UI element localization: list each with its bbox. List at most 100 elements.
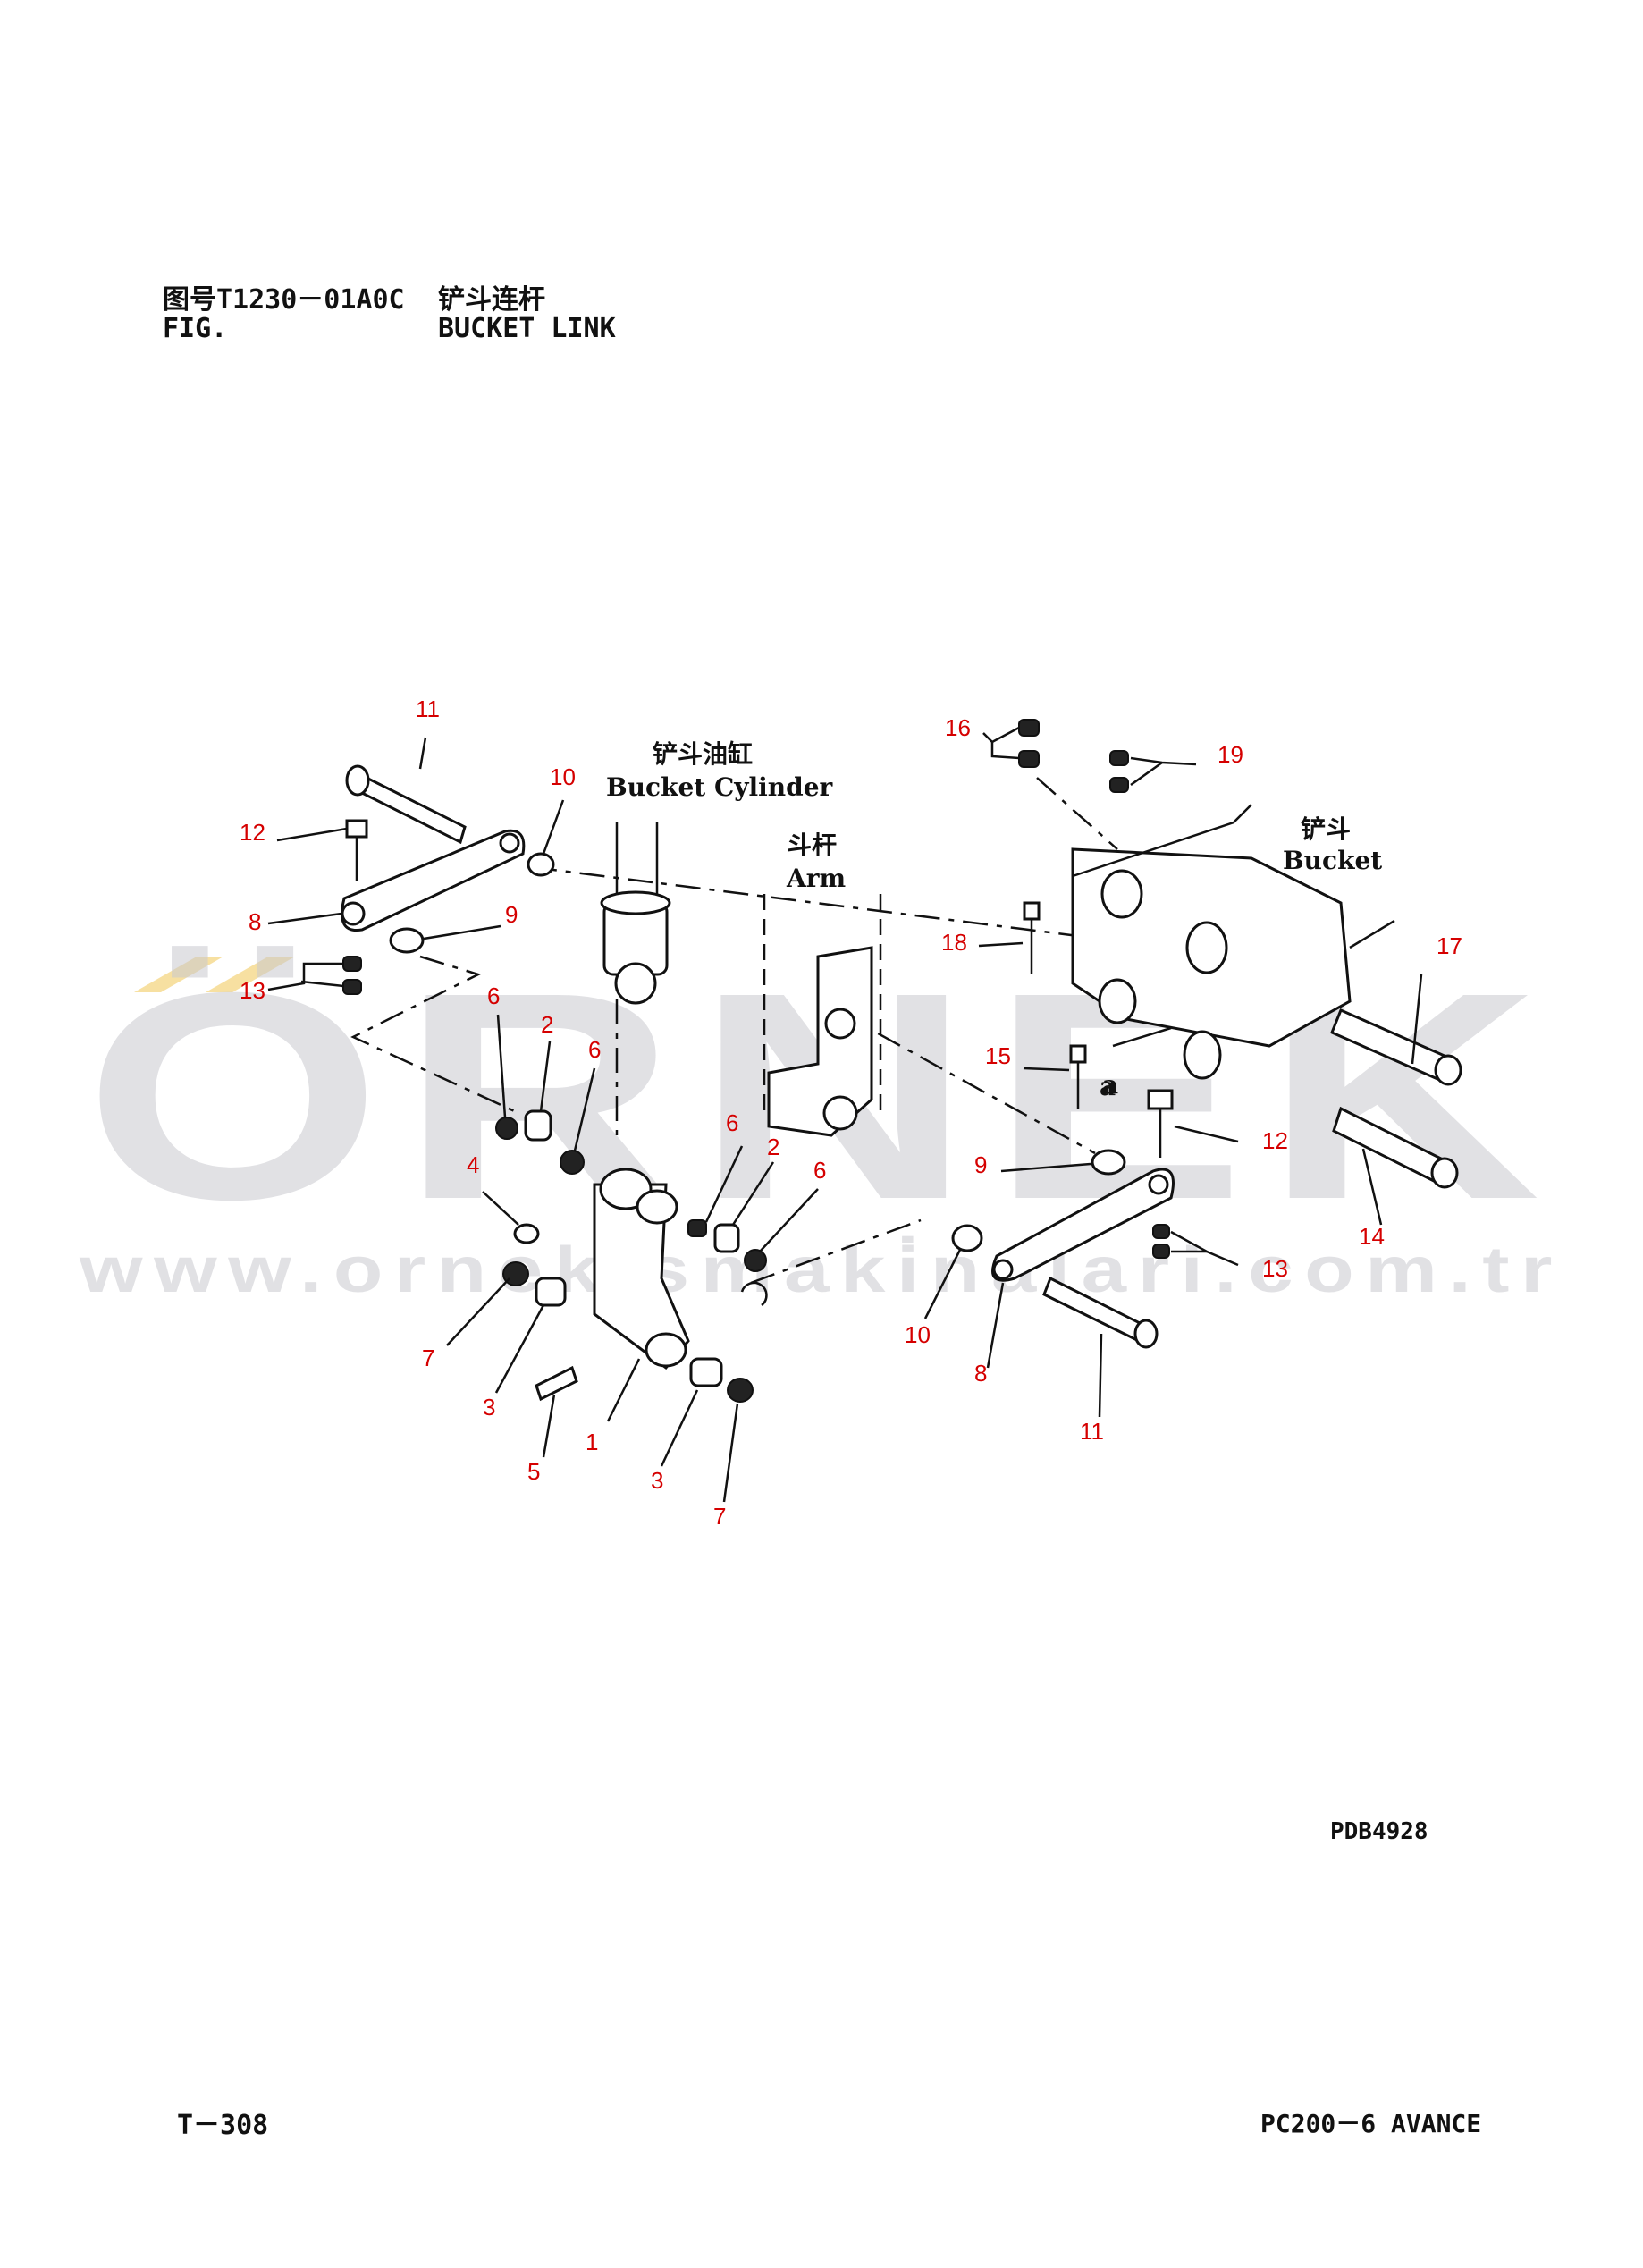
callout-6: 6 (813, 1157, 826, 1184)
arrow (1112, 1026, 1172, 1048)
seal-6 (744, 1249, 767, 1272)
context-labels: 铲斗油缸 Bucket Cylinder 斗杆 Arm 铲斗 Bucket a … (606, 739, 1382, 1101)
figure-title: 铲斗连杆 BUCKET LINK (438, 286, 616, 342)
callout-9: 9 (505, 901, 518, 928)
pin-head (345, 764, 370, 797)
bolt-head (1023, 901, 1041, 921)
pin-end (1430, 1157, 1459, 1189)
fig-prefix-en: FIG. (163, 312, 228, 344)
link-lower-right (991, 1168, 1175, 1282)
bushing-2 (524, 1109, 552, 1142)
arm-tip (767, 946, 873, 1137)
watermark-accent (206, 957, 295, 992)
centerline (1036, 777, 1118, 850)
bucket-label-en: Bucket (1283, 846, 1382, 875)
bolt-18 (1023, 901, 1041, 974)
assembly-centerlines (350, 777, 1118, 1285)
arm (763, 894, 882, 1137)
callout-1: 1 (586, 1429, 598, 1455)
link-hole (992, 1259, 1014, 1280)
pin-lower (1042, 1276, 1159, 1349)
callout-18: 18 (941, 929, 967, 956)
callout-8: 8 (974, 1360, 987, 1387)
nut-13-upper (342, 979, 362, 995)
ref-letter-a-duplicate: a (1100, 1072, 1116, 1101)
watermark-url: www.orneki̇smaki̇nalari.com.tr (79, 1235, 1563, 1306)
pin-end (1133, 1319, 1159, 1349)
centerline (835, 1008, 1096, 1155)
link-eye (645, 1332, 687, 1368)
seal-6 (687, 1219, 707, 1237)
bushing-2 (713, 1223, 740, 1253)
callout-16: 16 (945, 714, 971, 741)
seal-6 (560, 1150, 585, 1175)
page-number: T－308 (177, 2110, 269, 2141)
watermark-accent (134, 957, 223, 992)
callout-12: 12 (240, 819, 265, 846)
callout-10: 10 (550, 763, 576, 790)
washer-9-upper (389, 927, 425, 954)
callout-13: 13 (240, 977, 265, 1004)
nut-13-lower (1152, 1224, 1170, 1239)
link-eye (636, 1189, 678, 1225)
callout-6: 6 (487, 982, 500, 1009)
callout-5: 5 (527, 1458, 540, 1485)
arm-pin-hole (824, 1008, 856, 1040)
pin-shaft (351, 771, 467, 845)
callout-2: 2 (541, 1011, 553, 1038)
bucket-boss (1185, 921, 1228, 974)
grease-fitting-5 (535, 1365, 578, 1402)
link-hole (499, 832, 520, 854)
seal-6 (495, 1117, 518, 1140)
plate-4 (513, 1223, 540, 1244)
bucket-cylinder-label-en: Bucket Cylinder (606, 772, 834, 802)
callout-11: 11 (416, 696, 440, 722)
cylinder-eye (614, 962, 657, 1005)
figure-header: 图号T1230－01A0C FIG. (163, 286, 405, 342)
nut-19 (1109, 777, 1129, 793)
model-name: PC200－6 AVANCE (1260, 2109, 1482, 2138)
nut-16 (1018, 719, 1040, 737)
pin-upper (345, 764, 467, 845)
pin-14 (1332, 1106, 1459, 1189)
seal-7 (727, 1378, 754, 1403)
title-en: BUCKET LINK (438, 312, 616, 344)
callout-3: 3 (651, 1467, 663, 1494)
callout-7: 7 (422, 1345, 434, 1371)
fig-number: T1230－01A0C (216, 284, 405, 316)
link-plate (991, 1168, 1175, 1282)
bolt-15 (1069, 1044, 1087, 1109)
callout-8: 8 (249, 908, 261, 935)
bucket-edge (1072, 804, 1252, 878)
ref-clip (740, 1281, 768, 1306)
title-cn: 铲斗连杆 (438, 284, 545, 316)
watermark: ÖRNEK www.orneki̇smaki̇nalari.com.tr (79, 931, 1563, 1306)
callout-6: 6 (726, 1109, 738, 1136)
bucket-label-cn: 铲斗 (1301, 814, 1351, 844)
arm-label-en: Arm (786, 864, 846, 893)
link-plate (341, 829, 526, 932)
callout-12: 12 (1262, 1127, 1288, 1154)
pin-end (1434, 1054, 1462, 1086)
leader-lines (267, 726, 1423, 1503)
callout-7: 7 (713, 1503, 726, 1530)
bolt-head (1069, 1044, 1087, 1064)
washer-9-lower (1091, 1149, 1126, 1176)
fig-prefix-cn: 图号 (163, 284, 216, 316)
bucket-cylinder-label-cn: 铲斗油缸 (653, 739, 753, 769)
cylinder-ring (600, 890, 671, 915)
link-hole (341, 901, 366, 926)
callout-3: 3 (483, 1394, 495, 1421)
callout-9: 9 (974, 1151, 987, 1178)
drawing-code: PDB4928 (1330, 1818, 1428, 1845)
bucket-edge (1349, 919, 1395, 949)
callout-14: 14 (1359, 1223, 1385, 1250)
bolt-head (345, 819, 368, 839)
nut-19 (1109, 750, 1129, 766)
arm-pin-hole (822, 1095, 858, 1131)
bucket-cylinder (600, 822, 671, 1005)
arm-label-cn: 斗杆 (787, 830, 837, 860)
nut-13-lower (1152, 1244, 1170, 1259)
callout-11: 11 (1080, 1418, 1104, 1445)
